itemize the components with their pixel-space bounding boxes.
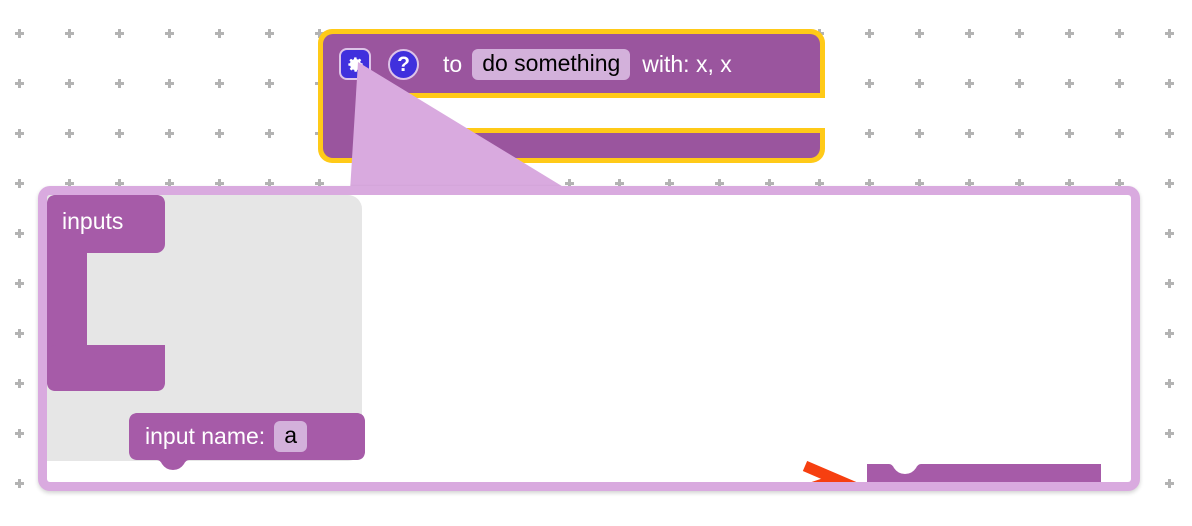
grid-cross [15, 279, 24, 288]
grid-cross [165, 29, 174, 38]
statement-input-slot[interactable] [363, 93, 825, 133]
grid-cross [1165, 279, 1174, 288]
grid-cross [115, 129, 124, 138]
grid-cross [265, 29, 274, 38]
block-header-row: ? to do something with: x, x [329, 40, 732, 88]
grid-cross [115, 29, 124, 38]
grid-cross [1165, 29, 1174, 38]
grid-cross [1015, 129, 1024, 138]
inputs-block-label: inputs [62, 208, 124, 234]
help-icon[interactable]: ? [388, 48, 419, 80]
grid-cross [15, 129, 24, 138]
input-name-label: input name: [145, 423, 266, 449]
grid-cross [165, 79, 174, 88]
grid-cross [115, 79, 124, 88]
procedure-definition-block[interactable]: ? to do something with: x, x [318, 29, 830, 168]
inputs-container-block[interactable]: inputs [47, 195, 165, 391]
label-to: to [443, 50, 463, 77]
grid-cross [1165, 479, 1174, 488]
grid-cross [65, 129, 74, 138]
grid-cross [15, 79, 24, 88]
grid-cross [65, 29, 74, 38]
grid-cross [1115, 79, 1124, 88]
mutator-canvas[interactable]: input name: a inputs [47, 195, 1131, 482]
input-name-value[interactable]: a [274, 421, 307, 452]
grid-cross [1015, 29, 1024, 38]
grid-cross [215, 29, 224, 38]
grid-cross [965, 129, 974, 138]
grid-cross [1165, 179, 1174, 188]
grid-cross [1165, 329, 1174, 338]
gear-icon[interactable] [339, 48, 371, 80]
grid-cross [965, 29, 974, 38]
grid-cross [1165, 129, 1174, 138]
grid-cross [1115, 29, 1124, 38]
grid-cross [865, 129, 874, 138]
grid-cross [15, 179, 24, 188]
grid-cross [15, 379, 24, 388]
stack-block-x[interactable]: input name: x [867, 464, 1101, 482]
grid-cross [1065, 29, 1074, 38]
grid-cross [915, 79, 924, 88]
help-glyph: ? [397, 52, 410, 76]
grid-cross [865, 79, 874, 88]
grid-cross [1065, 79, 1074, 88]
grid-cross [15, 429, 24, 438]
grid-cross [65, 79, 74, 88]
grid-cross [165, 129, 174, 138]
grid-cross [1065, 129, 1074, 138]
flyout-block-row: input name: a [129, 413, 365, 460]
grid-cross [915, 29, 924, 38]
grid-cross [265, 79, 274, 88]
grid-cross [15, 29, 24, 38]
parameters-label: with: x, x [642, 50, 732, 77]
inputs-block-shape [47, 195, 165, 391]
grid-cross [15, 329, 24, 338]
grid-cross [1015, 79, 1024, 88]
grid-cross [1165, 79, 1174, 88]
grid-cross [265, 129, 274, 138]
mutator-dialog[interactable]: input name: a inputs [38, 186, 1140, 491]
grid-cross [865, 29, 874, 38]
grid-cross [215, 79, 224, 88]
grid-cross [1165, 429, 1174, 438]
grid-cross [15, 479, 24, 488]
grid-cross [15, 229, 24, 238]
block-shape [867, 464, 1101, 482]
flyout-block-input-name[interactable]: input name: a [129, 413, 365, 470]
grid-cross [1165, 229, 1174, 238]
grid-cross [965, 79, 974, 88]
red-right-arrow [802, 461, 857, 482]
grid-cross [1115, 129, 1124, 138]
grid-cross [215, 129, 224, 138]
grid-cross [1165, 379, 1174, 388]
grid-cross [915, 129, 924, 138]
procedure-name-field[interactable]: do something [472, 48, 631, 80]
